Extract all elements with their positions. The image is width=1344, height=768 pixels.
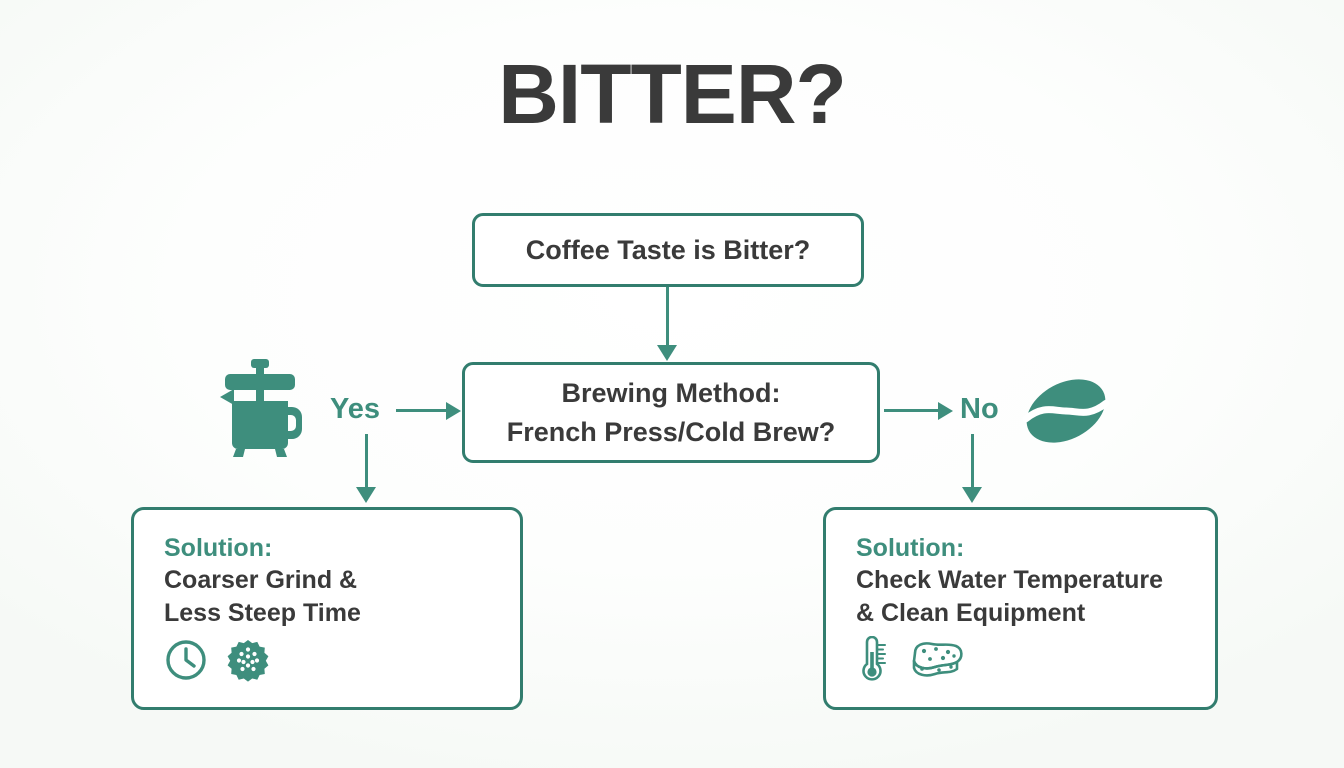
connector-question-to-method-arrow [657, 345, 677, 361]
node-method-line1: Brewing Method: [561, 378, 781, 409]
solution-right-icons [856, 635, 1185, 691]
solution-right-line2: & Clean Equipment [856, 599, 1086, 628]
connector-yes-horizontal-line [396, 409, 448, 412]
solution-right-label: Solution: [856, 534, 965, 562]
connector-no-down-arrow [962, 487, 982, 503]
node-method-line2: French Press/Cold Brew? [506, 416, 836, 447]
branch-label-yes: Yes [330, 393, 380, 425]
connector-yes-down-arrow [356, 487, 376, 503]
connector-question-to-method-line [666, 287, 669, 347]
connector-no-down-line [971, 434, 974, 489]
thermometer-icon [856, 635, 890, 687]
connector-yes-down-line [365, 434, 368, 489]
solution-card-right[interactable]: Solution: Check Water Temperature & Clea… [823, 507, 1218, 710]
sponge-icon [908, 638, 966, 687]
connector-yes-horizontal-arrow [446, 402, 461, 420]
solution-left-line1: Coarser Grind & [164, 566, 358, 594]
solution-right-line1: Check Water Temperature [856, 566, 1164, 594]
branch-label-no: No [960, 393, 999, 425]
connector-no-horizontal-arrow [938, 402, 953, 420]
solution-left-label: Solution: [164, 534, 273, 562]
node-question-text: Coffee Taste is Bitter? [525, 234, 811, 265]
page-title: BITTER? [498, 47, 847, 141]
connector-no-horizontal-line [884, 409, 940, 412]
french-press-icon [218, 357, 302, 462]
coffee-bean-icon [1021, 371, 1111, 456]
solution-left-icons [164, 638, 490, 691]
clock-icon [164, 638, 208, 687]
grinder-burr-icon [226, 638, 270, 687]
node-coffee-taste-is-bitter[interactable]: Coffee Taste is Bitter? [472, 213, 864, 287]
solution-left-line2: Less Steep Time [164, 599, 361, 628]
solution-card-left[interactable]: Solution: Coarser Grind & Less Steep Tim… [131, 507, 523, 710]
node-brewing-method[interactable]: Brewing Method: French Press/Cold Brew? [462, 362, 880, 463]
